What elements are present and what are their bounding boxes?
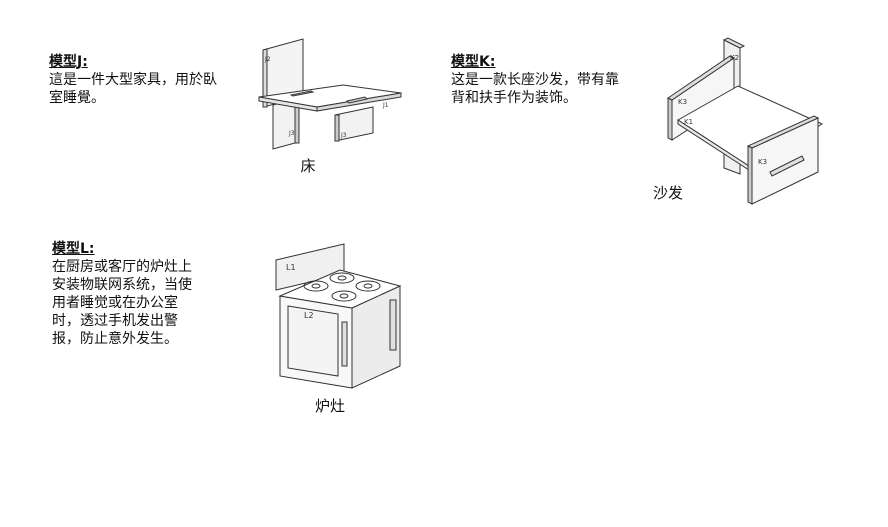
part-label: J2 [264,56,271,63]
model-j-caption: 床 [300,157,316,175]
model-l-text: 模型L: 在厨房或客厅的炉灶上 安装物联网系统，当使 用者睡觉或在办公室 时，透… [52,240,242,348]
bed-drawing: J2 J1 J3 J3 [258,38,402,150]
model-l-description-line: 用者睡觉或在办公室 [52,295,178,311]
part-label: L2 [304,311,314,320]
model-l-description-line: 时，透过手机发出警 [52,313,178,329]
model-k-description-line: 背和扶手作为装饰。 [451,90,577,106]
part-label: L1 [286,263,296,272]
part-label: J1 [382,102,389,109]
model-j-description-line: 這是一件大型家具，用於臥 [49,72,217,88]
model-k-caption: 沙发 [652,184,683,202]
part-label: K1 [684,118,693,126]
part-label: K2 [730,54,739,62]
model-l-description-line: 安装物联网系统，当使 [52,277,192,293]
model-j-title: 模型J: [49,54,88,70]
model-k-description-line: 这是一款长座沙发，带有靠 [451,72,619,88]
model-j-description-line: 室睡覺。 [49,90,105,106]
model-l-title: 模型L: [52,241,95,257]
model-k-title: 模型K: [451,54,496,70]
model-j-text: 模型J: 這是一件大型家具，用於臥 室睡覺。 [49,53,249,107]
part-label: K3 [678,98,687,106]
stove-drawing: L1 L2 [275,243,402,389]
model-k-text: 模型K: 这是一款长座沙发，带有靠 背和扶手作为装饰。 [451,53,651,107]
sofa-drawing: K2 K3 K1 K3 [667,37,824,205]
model-l-description-line: 在厨房或客厅的炉灶上 [52,259,192,275]
model-l-description-line: 报，防止意外发生。 [52,331,178,347]
part-label: K3 [758,158,767,166]
part-label: J3 [288,130,295,137]
model-l-caption: 炉灶 [314,397,345,415]
part-label: J3 [340,132,347,139]
